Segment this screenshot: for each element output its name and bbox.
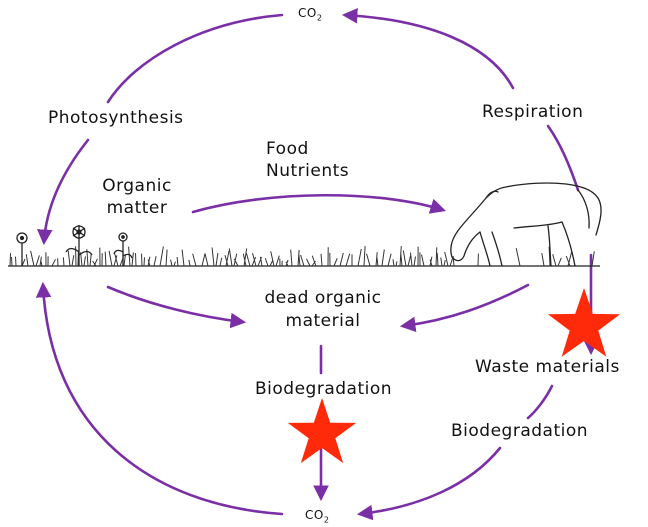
grass-icon — [8, 246, 600, 266]
organic-matter-label-line2: matter — [92, 198, 182, 218]
flower-icon — [17, 225, 132, 266]
horse-icon — [451, 183, 601, 266]
arrow-respiration-to-co2 — [345, 15, 513, 88]
co2-top-label: CO2 — [298, 6, 322, 23]
biodegradation-center-label: Biodegradation — [255, 379, 392, 399]
co2-top-subscript: 2 — [317, 13, 323, 22]
food-label: Food — [266, 139, 309, 159]
co2-bottom-text: CO — [305, 508, 324, 522]
biodegradation-right-label: Biodegradation — [451, 421, 588, 441]
nutrients-label: Nutrients — [266, 161, 349, 181]
arrow-animal-to-dead-material — [403, 285, 528, 326]
arrow-horse-to-respiration — [548, 126, 578, 190]
arrow-biodegradation-to-co2-right — [360, 448, 500, 514]
respiration-label: Respiration — [482, 102, 583, 122]
arrow-co2-to-photosynthesis — [108, 15, 282, 102]
co2-bottom-label: CO2 — [305, 508, 329, 525]
dead-organic-label-line2: material — [233, 311, 413, 331]
dead-organic-label-line1: dead organic — [233, 288, 413, 308]
photosynthesis-label: Photosynthesis — [48, 108, 184, 128]
co2-bottom-subscript: 2 — [324, 515, 330, 524]
waste-materials-label: Waste materials — [475, 357, 620, 377]
arrow-waste-to-biodegradation — [528, 386, 552, 418]
arrow-organic-to-animal — [193, 195, 443, 212]
arrow-plants-to-dead-material — [108, 287, 243, 322]
organic-matter-label-line1: Organic — [92, 176, 182, 196]
co2-top-text: CO — [298, 6, 317, 20]
